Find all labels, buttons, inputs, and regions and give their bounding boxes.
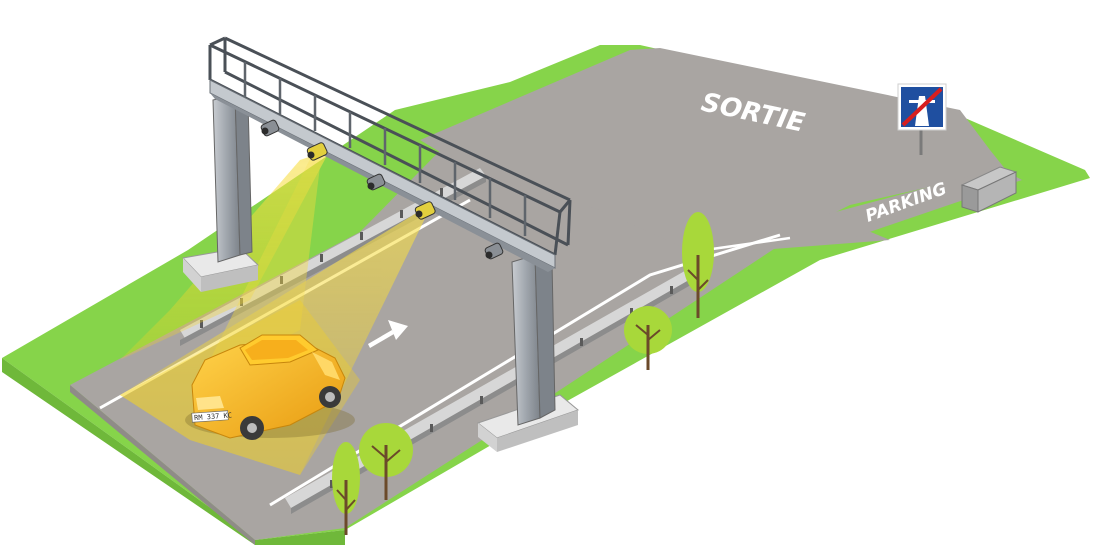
license-plate-text: RM 337 KC: [194, 411, 232, 422]
tree-icon: [332, 442, 360, 535]
arrow-right-icon: [368, 320, 408, 348]
car: RM 337 KC: [185, 334, 355, 440]
camera-icon: [484, 242, 504, 260]
camera-icon: [366, 173, 386, 191]
exit-road: [420, 48, 1010, 255]
tree-icon: [682, 212, 714, 318]
camera-icon: [414, 201, 436, 220]
tree-icon: [359, 423, 413, 500]
toll-gantry: [181, 36, 580, 452]
license-plate: [191, 410, 229, 423]
road-edge: [70, 385, 255, 545]
end-of-motorway-sign-icon: [897, 83, 947, 155]
camera-icon: [306, 142, 328, 161]
tree-icon: [624, 306, 672, 370]
parking-building: [960, 166, 1018, 213]
camera-icon: [260, 119, 280, 137]
